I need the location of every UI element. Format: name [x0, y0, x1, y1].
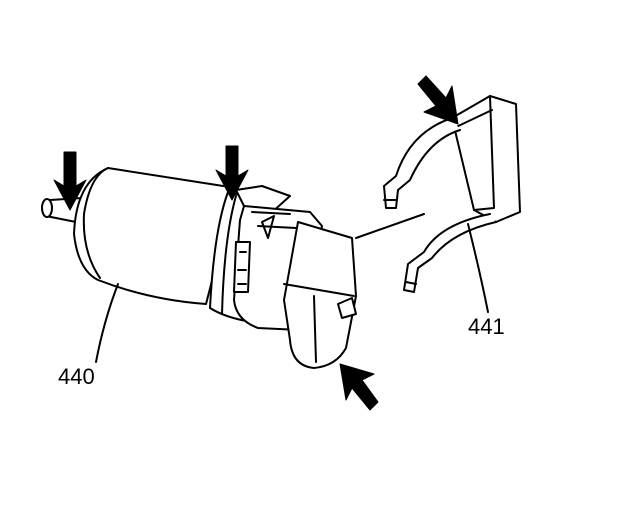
collar-slot [233, 241, 251, 293]
pump-motor [41, 167, 425, 369]
motor-shaft-end [41, 198, 53, 218]
bracket-plate-edge [473, 95, 495, 211]
arrow-icon-bracket [417, 75, 459, 125]
retaining-bracket [383, 95, 521, 293]
arrow-icon-flange [215, 145, 249, 201]
bracket-plate [451, 95, 521, 223]
electrical-connector [283, 221, 357, 369]
alignment-line [355, 213, 425, 239]
leader-line-440 [95, 283, 119, 363]
bracket-tabs [383, 199, 417, 285]
callout-label-440: 440 [58, 364, 95, 389]
arrow-icon-connector [339, 363, 379, 411]
leader-line-441 [467, 223, 489, 313]
connector-latch [337, 297, 357, 319]
callout-label-441: 441 [468, 314, 505, 339]
motor-flange-inner [221, 195, 237, 315]
arrow-icon-motor-end [53, 151, 87, 211]
connector-side-edge [313, 295, 317, 363]
motor-end-cap [82, 167, 109, 279]
motor-body [73, 167, 237, 305]
bracket-upper-arm [383, 117, 461, 209]
connector-seam [283, 283, 355, 297]
collar-edge-lines [251, 211, 297, 229]
bracket-plate-rib [453, 109, 493, 129]
arrow-icon [53, 75, 459, 411]
collar-slot-ribs [237, 251, 247, 285]
